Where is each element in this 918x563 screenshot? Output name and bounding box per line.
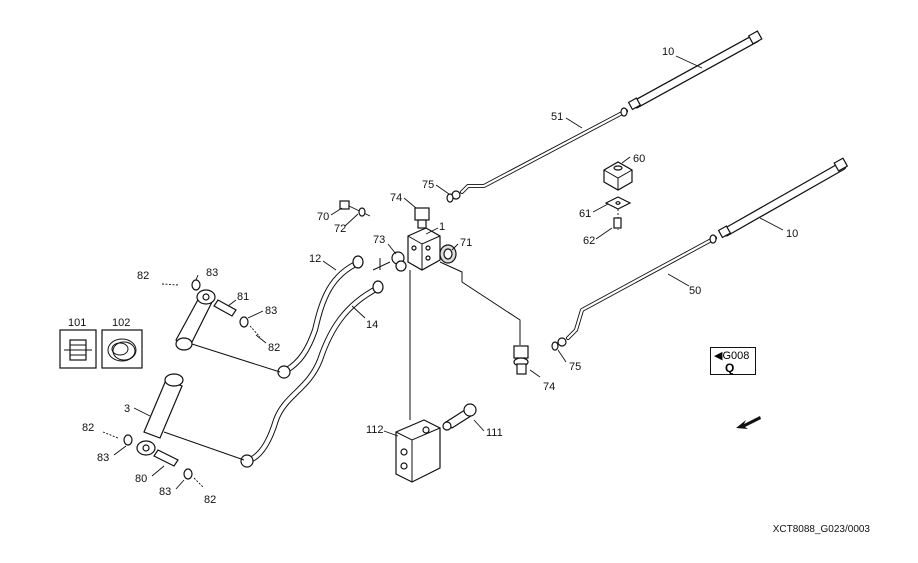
- label-82-upper-left: 82: [137, 270, 149, 282]
- washer-83-lower-right: [183, 468, 193, 480]
- label-1: 1: [439, 221, 445, 233]
- label-10-lower: 10: [786, 228, 798, 240]
- label-62: 62: [583, 235, 595, 247]
- valve-block-112: [395, 419, 441, 483]
- label-112: 112: [366, 424, 384, 436]
- label-61: 61: [579, 208, 591, 220]
- clamp-60: [603, 161, 633, 191]
- left-triangle-icon: ◀: [714, 350, 723, 362]
- cylinder-upper: [175, 289, 281, 373]
- kit-box-101: [59, 329, 97, 369]
- fitting-73: [391, 251, 407, 272]
- washer-83-upper-right: [239, 316, 249, 328]
- valve-block-1: [407, 227, 441, 271]
- pin-81: [213, 299, 237, 317]
- label-83-upper-left: 83: [206, 267, 218, 279]
- label-74-lower: 74: [543, 381, 555, 393]
- label-83-lower-left: 83: [97, 452, 109, 464]
- nav-badge-ref-row: ◀G008: [714, 349, 749, 362]
- label-75-upper: 75: [422, 179, 434, 191]
- washer-72: [358, 207, 366, 217]
- pin-80: [153, 449, 179, 467]
- drawing-id: XCT8088_G023/0003: [772, 524, 870, 535]
- direction-arrow-icon: [736, 416, 761, 429]
- kit-box-102: [101, 329, 143, 369]
- callout-labels: 10 51 60 61 62 75 74 70 72 1 73 71 12 14…: [68, 46, 798, 506]
- label-70: 70: [317, 211, 329, 223]
- label-3: 3: [124, 403, 130, 415]
- hose-12: [277, 255, 364, 379]
- label-73: 73: [373, 234, 385, 246]
- bolt-62: [613, 209, 622, 230]
- fitting-71: [439, 244, 457, 264]
- label-82-lower-left: 82: [82, 422, 94, 434]
- fitting-74-upper: [414, 207, 430, 229]
- leader-lines: [113, 55, 784, 490]
- fitting-75-upper: [446, 190, 461, 203]
- label-80: 80: [135, 473, 147, 485]
- cotter-82-lower-left: [102, 431, 119, 439]
- label-60: 60: [633, 153, 645, 165]
- label-111: 111: [486, 427, 503, 439]
- label-102: 102: [112, 317, 130, 329]
- label-71: 71: [460, 237, 472, 249]
- tube-50: [566, 234, 717, 340]
- nav-badge-ref: G008: [722, 350, 750, 362]
- fitting-74-lower: [513, 345, 529, 375]
- navigation-reference-badge[interactable]: ◀G008 Q: [710, 347, 756, 375]
- label-83-lower-right: 83: [159, 486, 171, 498]
- pipe-10-upper: [627, 30, 763, 111]
- nav-badge-letter: Q: [725, 361, 735, 375]
- cotter-82-upper-right: [249, 325, 261, 338]
- bolt-70: [339, 200, 371, 217]
- washer-83-lower-left: [123, 434, 133, 446]
- label-82-lower-right: 82: [204, 494, 216, 506]
- fitting-75-lower: [551, 337, 567, 351]
- label-50: 50: [689, 285, 701, 297]
- cylinder-3: [136, 373, 245, 461]
- plate-61: [604, 196, 632, 210]
- cotter-82-upper-left: [161, 283, 179, 286]
- pipe-10-lower: [717, 157, 849, 239]
- fitting-111: [442, 403, 477, 431]
- tube-51: [460, 107, 628, 194]
- label-14: 14: [366, 319, 378, 331]
- label-10-upper: 10: [662, 46, 674, 58]
- cotter-82-lower-right: [193, 477, 205, 489]
- label-51: 51: [551, 111, 563, 123]
- hose-14: [240, 280, 384, 468]
- label-72: 72: [334, 223, 346, 235]
- label-82-upper-right: 82: [268, 342, 280, 354]
- label-83-upper-right: 83: [265, 305, 277, 317]
- label-101: 101: [68, 317, 86, 329]
- label-74-upper: 74: [390, 192, 402, 204]
- washer-83-upper-left: [191, 279, 201, 291]
- label-81: 81: [237, 291, 249, 303]
- label-12: 12: [309, 253, 321, 265]
- label-75-lower: 75: [569, 361, 581, 373]
